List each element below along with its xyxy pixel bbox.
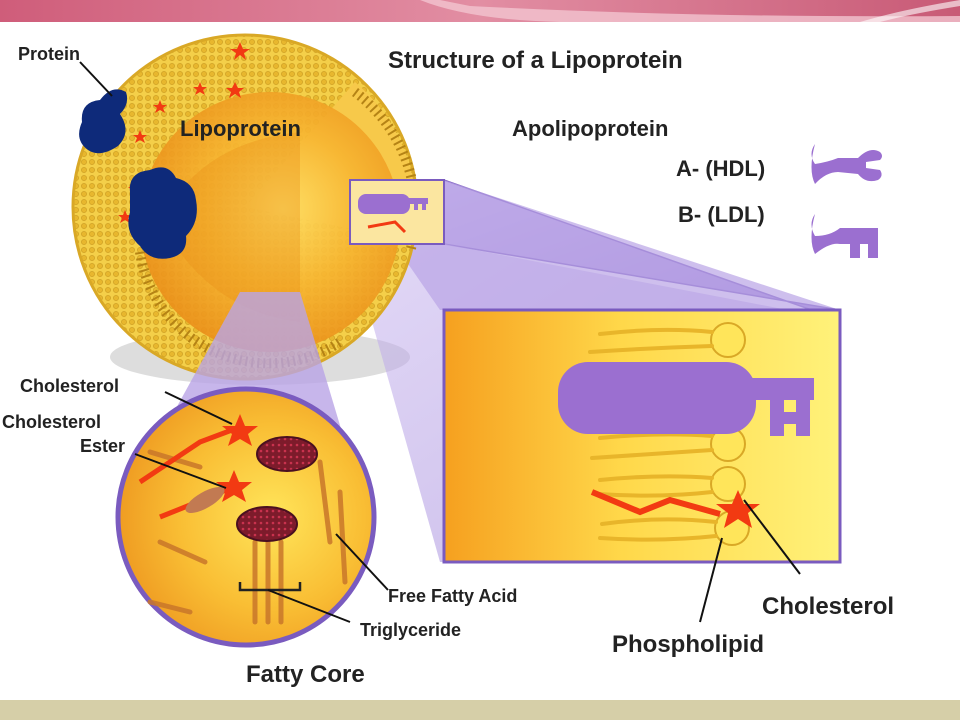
triglyceride-label: Triglyceride (360, 620, 461, 640)
membrane-cholesterol-tail (590, 489, 721, 517)
zoom-apolipoprotein (558, 362, 814, 436)
cholesterol-detail-label: Cholesterol (762, 593, 894, 620)
cholesterol-ester-label-line2: Ester (80, 436, 125, 456)
fatty-core-circle (115, 386, 377, 648)
apo-a-icon (811, 144, 882, 184)
fatty-core-label: Fatty Core (246, 661, 365, 688)
apo-a-label: A- (HDL) (676, 156, 765, 181)
free-fatty-acid-label: Free Fatty Acid (388, 586, 517, 606)
zoom-wedge-upper (350, 180, 840, 310)
diagram-title: Structure of a Lipoprotein (388, 47, 683, 74)
protein-label: Protein (18, 44, 80, 64)
bottom-decorative-band (0, 700, 960, 720)
membrane-cholesterol-star (716, 490, 760, 528)
apolipoprotein-label: Apolipoprotein (512, 116, 668, 141)
pointer-lines (79, 61, 801, 623)
apo-b-label: B- (LDL) (678, 202, 765, 227)
inset-apolipoprotein (358, 194, 428, 234)
lipoprotein-label: Lipoprotein (180, 116, 301, 141)
top-band-art (0, 0, 960, 22)
protein-blob-top (79, 89, 128, 154)
cholesterol-ester-label-line1: Cholesterol (2, 412, 101, 432)
apo-b-icon (811, 214, 878, 258)
lipoprotein-diagram: Protein Lipoprotein Structure of a Lipop… (2, 33, 894, 688)
cholesterol-core-label: Cholesterol (20, 376, 119, 396)
protein-blob-middle (128, 167, 197, 259)
top-decorative-band (0, 0, 960, 22)
phospholipid-label: Phospholipid (612, 631, 764, 658)
membrane-zoom-panel (442, 308, 842, 564)
